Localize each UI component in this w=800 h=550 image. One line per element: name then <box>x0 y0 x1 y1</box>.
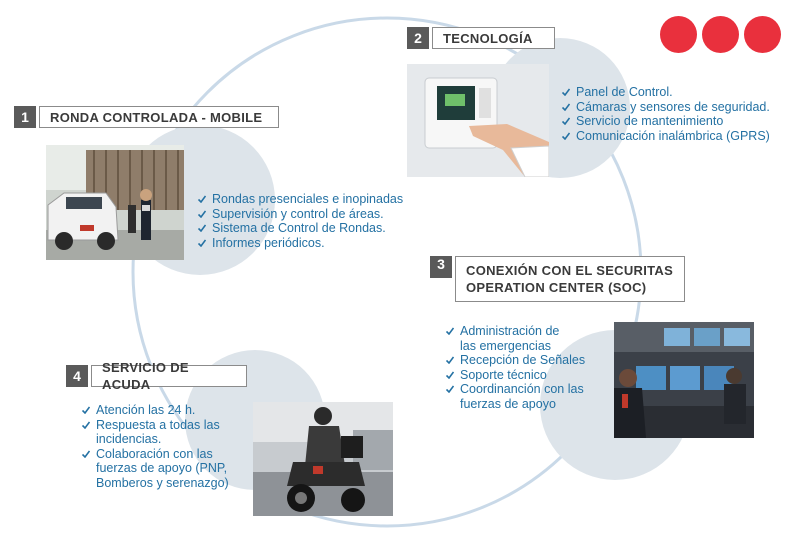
check-icon <box>446 371 454 379</box>
list-item: Servicio de mantenimiento <box>560 114 770 129</box>
list-item: Soporte técnico <box>444 368 585 383</box>
red-dot <box>660 16 697 53</box>
check-icon <box>446 356 454 364</box>
check-icon <box>82 406 90 414</box>
section-4-list: Atención las 24 h. Respuesta a todas las… <box>80 403 229 490</box>
list-item: Comunicación inalámbrica (GPRS) <box>560 129 770 144</box>
check-icon <box>562 132 570 140</box>
check-icon <box>198 224 206 232</box>
section-4-header: 4 SERVICIO DE ACUDA <box>66 360 247 392</box>
motorcycle-rider-photo <box>253 402 393 516</box>
check-icon <box>562 103 570 111</box>
security-guard-with-pickup-truck-photo <box>46 145 184 260</box>
check-icon <box>198 195 206 203</box>
check-icon <box>562 117 570 125</box>
check-icon <box>198 210 206 218</box>
control-panel-touch-photo <box>407 64 549 177</box>
check-icon <box>446 385 454 393</box>
section-2-header: 2 TECNOLOGÍA <box>407 27 555 49</box>
section-4-title: SERVICIO DE ACUDA <box>91 360 247 392</box>
section-1-list: Rondas presenciales e inopinadas Supervi… <box>196 192 403 250</box>
section-3-number: 3 <box>430 256 452 278</box>
red-dot <box>744 16 781 53</box>
list-item: Rondas presenciales e inopinadas <box>196 192 403 207</box>
list-item: Panel de Control. <box>560 85 770 100</box>
check-icon <box>446 327 454 335</box>
list-item: Atención las 24 h. <box>80 403 229 418</box>
list-item: Supervisión y control de áreas. <box>196 207 403 222</box>
section-2-list: Panel de Control. Cámaras y sensores de … <box>560 85 770 143</box>
section-3-header: 3 CONEXIÓN CON EL SECURITAS OPERATION CE… <box>430 256 685 302</box>
section-1-title: RONDA CONTROLADA - MOBILE <box>39 106 279 128</box>
section-1-header: 1 RONDA CONTROLADA - MOBILE <box>14 106 279 128</box>
section-2-number: 2 <box>407 27 429 49</box>
list-item: Recepción de Señales <box>444 353 585 368</box>
section-4-number: 4 <box>66 365 88 387</box>
monitoring-center-photo <box>614 322 754 438</box>
section-3-title: CONEXIÓN CON EL SECURITAS OPERATION CENT… <box>455 256 685 302</box>
list-item: Sistema de Control de Rondas. <box>196 221 403 236</box>
check-icon <box>562 88 570 96</box>
list-item: Informes periódicos. <box>196 236 403 251</box>
list-item: Cámaras y sensores de seguridad. <box>560 100 770 115</box>
check-icon <box>198 239 206 247</box>
section-2-title: TECNOLOGÍA <box>432 27 555 49</box>
check-icon <box>82 450 90 458</box>
section-1-number: 1 <box>14 106 36 128</box>
check-icon <box>82 421 90 429</box>
red-dot <box>702 16 739 53</box>
